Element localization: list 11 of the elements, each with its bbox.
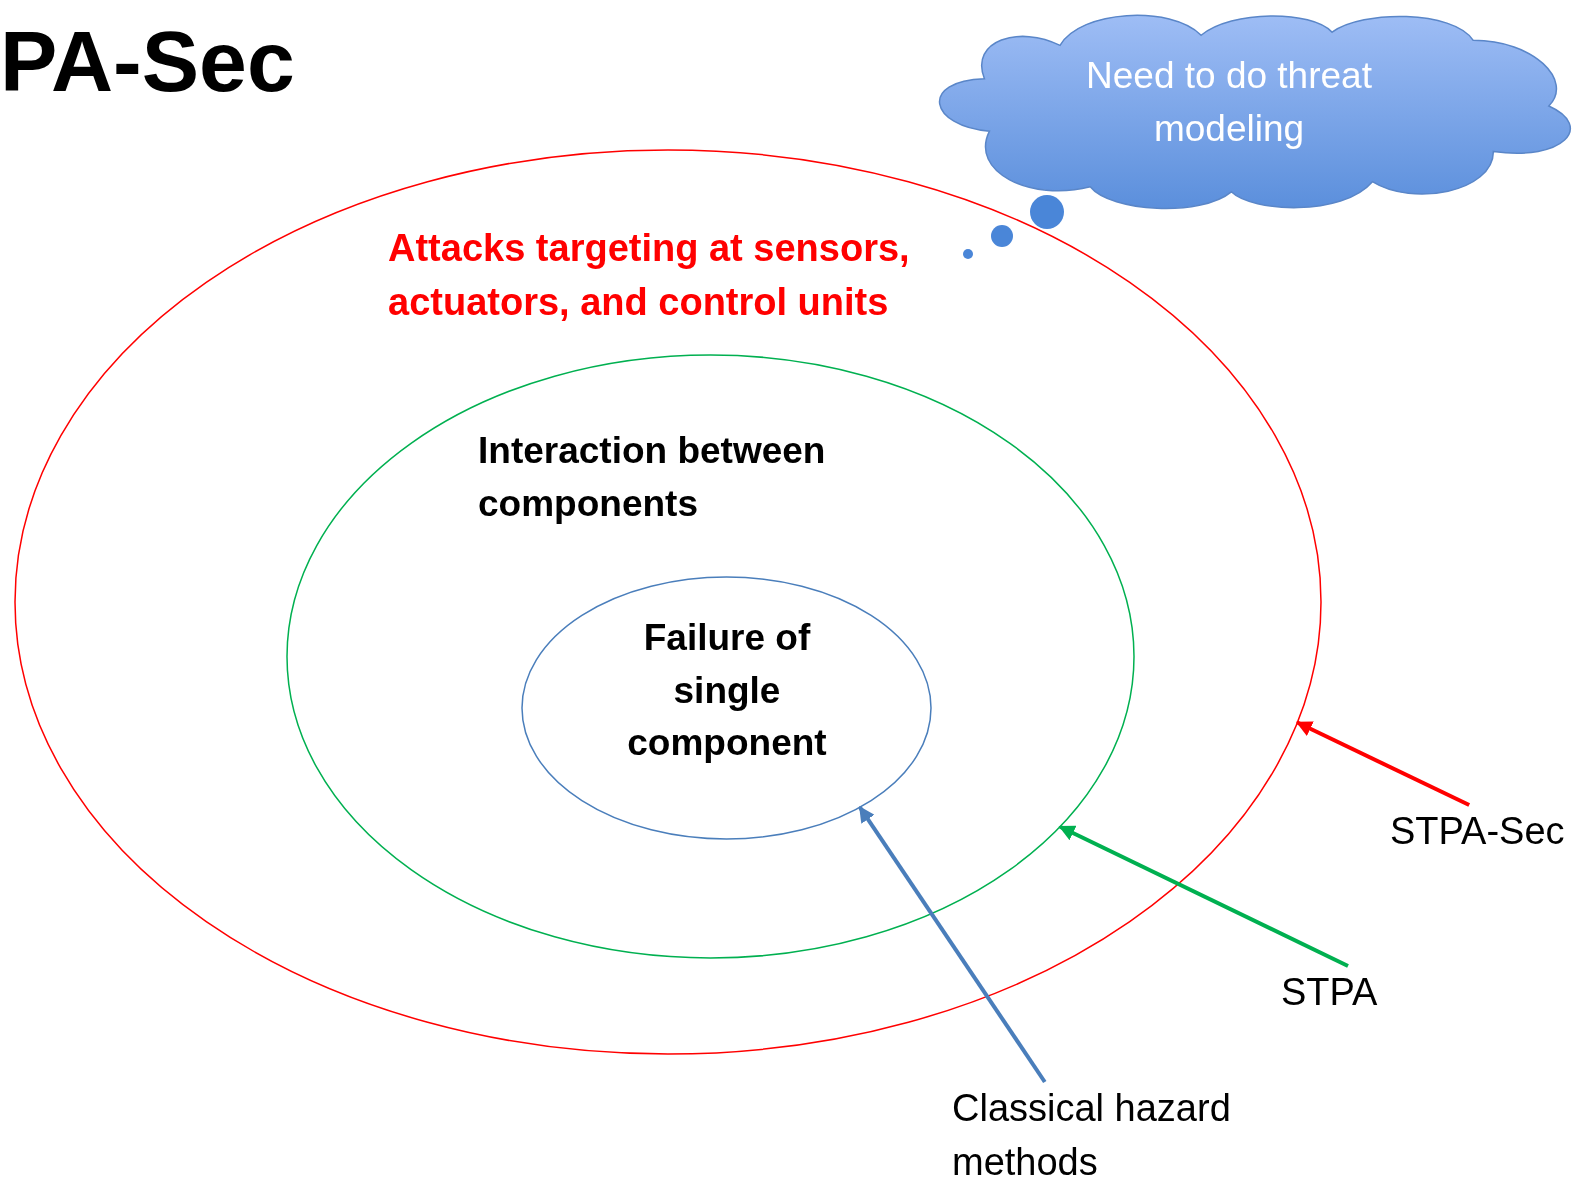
region-text: Failure of single component <box>626 616 828 766</box>
region-text: Interaction between components <box>478 429 827 526</box>
method-text: STPA-Sec <box>1390 809 1566 854</box>
title: PA-Sec <box>0 14 295 109</box>
region-text: Need to do threat modeling <box>1085 54 1373 151</box>
method-text: Classical hazard methods <box>952 1086 1232 1185</box>
arrow <box>1295 720 1471 807</box>
arrow <box>1058 824 1349 968</box>
method-text: STPA <box>1281 970 1379 1015</box>
arrow <box>858 805 1047 1084</box>
threat-text: Attacks targeting at sensors, actuators, and control units <box>388 226 911 325</box>
